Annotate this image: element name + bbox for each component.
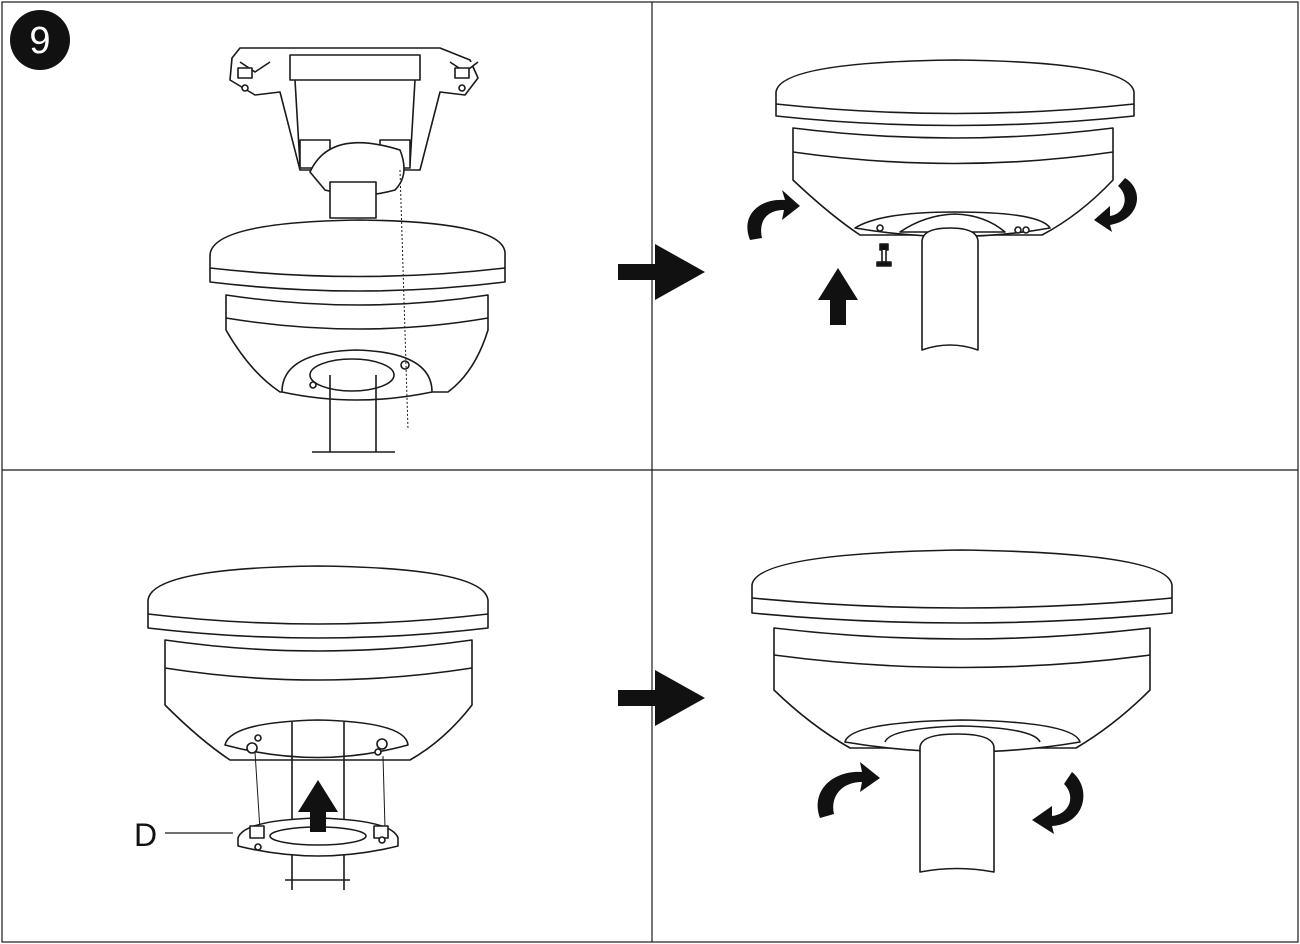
rotate-arrow-icon [747,178,1137,240]
canopy [775,59,1135,238]
coupling-cover [237,817,399,857]
panel-top-left [209,47,506,453]
up-arrow-icon [818,268,858,325]
panel-top-right [747,59,1137,351]
step-number: 9 [29,20,50,62]
screw-icon [876,243,892,267]
right-arrow-icon [618,244,705,300]
canopy [751,549,1173,753]
mounting-bracket [229,47,479,171]
up-arrow-icon [298,780,338,832]
panel-bottom-left [147,565,489,890]
step-badge-icon: 9 [10,10,70,70]
right-arrow-icon [618,670,705,726]
panel-bottom-right [751,549,1173,873]
canopy [147,565,489,761]
part-d-label: D [134,817,157,853]
canopy [209,219,506,401]
rotate-arrow-icon [817,762,1084,834]
